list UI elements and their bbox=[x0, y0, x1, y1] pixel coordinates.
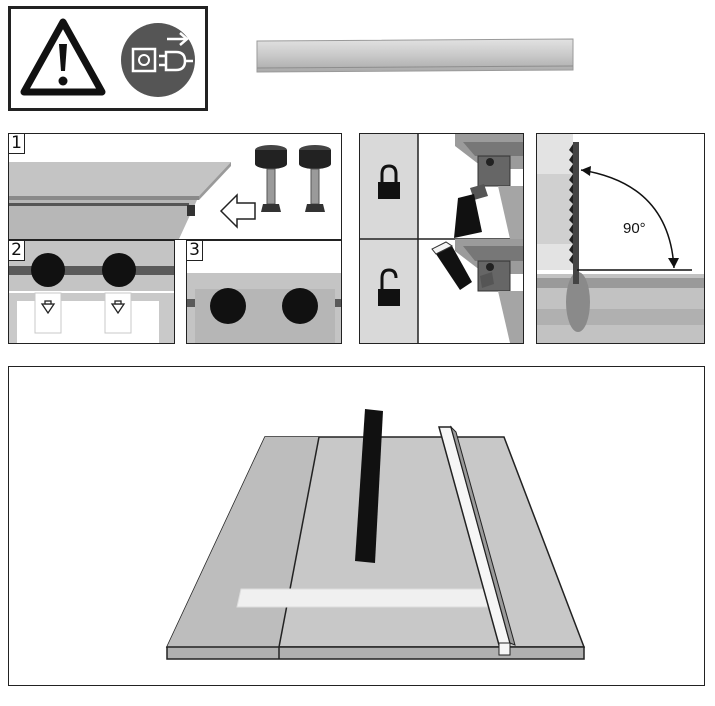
step-number-3: 3 bbox=[187, 241, 203, 261]
arrow-down-icon bbox=[40, 300, 56, 315]
rip-fence bbox=[438, 425, 516, 656]
step-3-panel: 3 bbox=[186, 240, 342, 344]
lock-open-icon bbox=[378, 268, 400, 306]
warning-triangle-icon bbox=[20, 18, 106, 96]
screw-knob-right bbox=[299, 145, 331, 212]
unplug-power-icon bbox=[121, 23, 195, 97]
arrow-left-icon bbox=[219, 193, 256, 229]
lock-lever-panel bbox=[359, 133, 524, 344]
step-number-1: 1 bbox=[9, 134, 25, 154]
step-2-panel: 2 bbox=[8, 240, 175, 344]
angle-arc-icon bbox=[580, 166, 679, 269]
screw-knob-left bbox=[255, 145, 287, 212]
saw-blade bbox=[355, 409, 383, 563]
safety-symbols-panel bbox=[8, 6, 208, 111]
step-number-2: 2 bbox=[9, 241, 25, 261]
table-saw-overview-panel bbox=[8, 366, 705, 686]
saw-blade bbox=[569, 142, 579, 284]
metal-rail-illustration bbox=[255, 38, 575, 73]
blade-angle-panel: 90° bbox=[536, 133, 705, 344]
lock-closed-icon bbox=[378, 164, 400, 199]
angle-label: 90° bbox=[623, 220, 646, 237]
arrow-down-icon bbox=[110, 300, 126, 315]
step-1-panel: 1 bbox=[8, 133, 342, 240]
